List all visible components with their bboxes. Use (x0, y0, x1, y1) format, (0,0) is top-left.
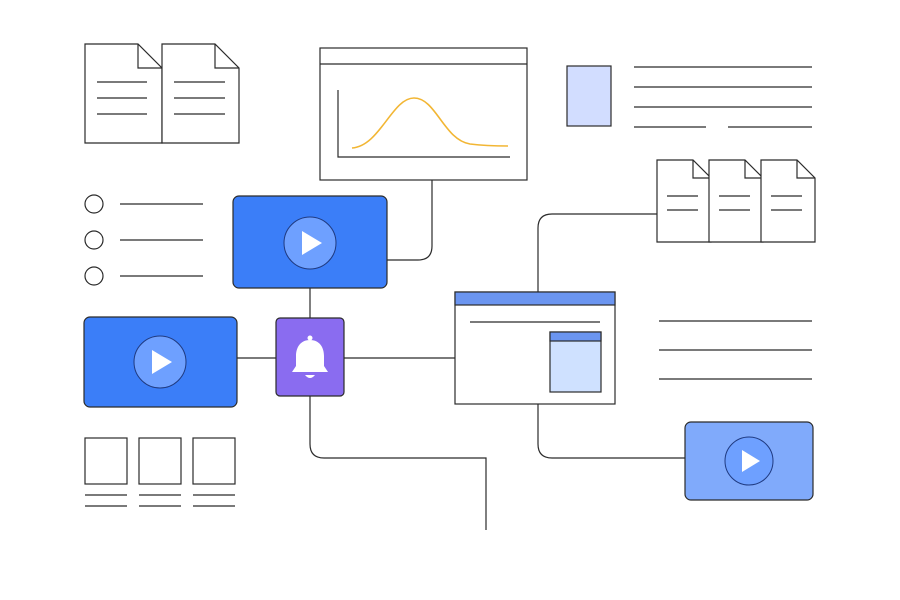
chart-window (319, 47, 528, 181)
thumbnail (138, 437, 182, 485)
bell-curve (351, 97, 509, 149)
video-card-left[interactable] (83, 316, 238, 408)
circle-bullet-icon (84, 194, 104, 214)
document-pair (84, 43, 240, 144)
file-stack (656, 159, 816, 243)
play-icon (152, 350, 172, 374)
document-icon (760, 159, 816, 243)
connector-chart-to-video (387, 180, 433, 261)
play-icon (742, 450, 760, 472)
thumbnail-grid (84, 437, 236, 507)
bullet-list (84, 194, 203, 286)
video-card-bottom-right[interactable] (684, 421, 814, 501)
note-card (566, 65, 612, 127)
app-window (454, 291, 616, 405)
video-card-top[interactable] (232, 195, 388, 289)
document-icon (84, 43, 163, 144)
bell-icon (292, 340, 328, 372)
text-lines-top-right (634, 66, 812, 128)
document-icon (708, 159, 764, 243)
thumbnail (192, 437, 236, 485)
play-icon (302, 231, 322, 255)
text-lines-right (659, 320, 812, 380)
connector-bell-down (309, 396, 487, 530)
connector-window-to-files (537, 213, 657, 292)
document-icon (656, 159, 712, 243)
connectors (237, 180, 685, 530)
document-icon (161, 43, 240, 144)
connector-window-to-video (537, 404, 685, 459)
thumbnail (84, 437, 128, 485)
chart-axes (337, 90, 510, 158)
notification-node[interactable] (275, 317, 345, 397)
circle-bullet-icon (84, 230, 104, 250)
circle-bullet-icon (84, 266, 104, 286)
window-sidebar-panel (549, 331, 602, 393)
window-header (454, 291, 616, 306)
